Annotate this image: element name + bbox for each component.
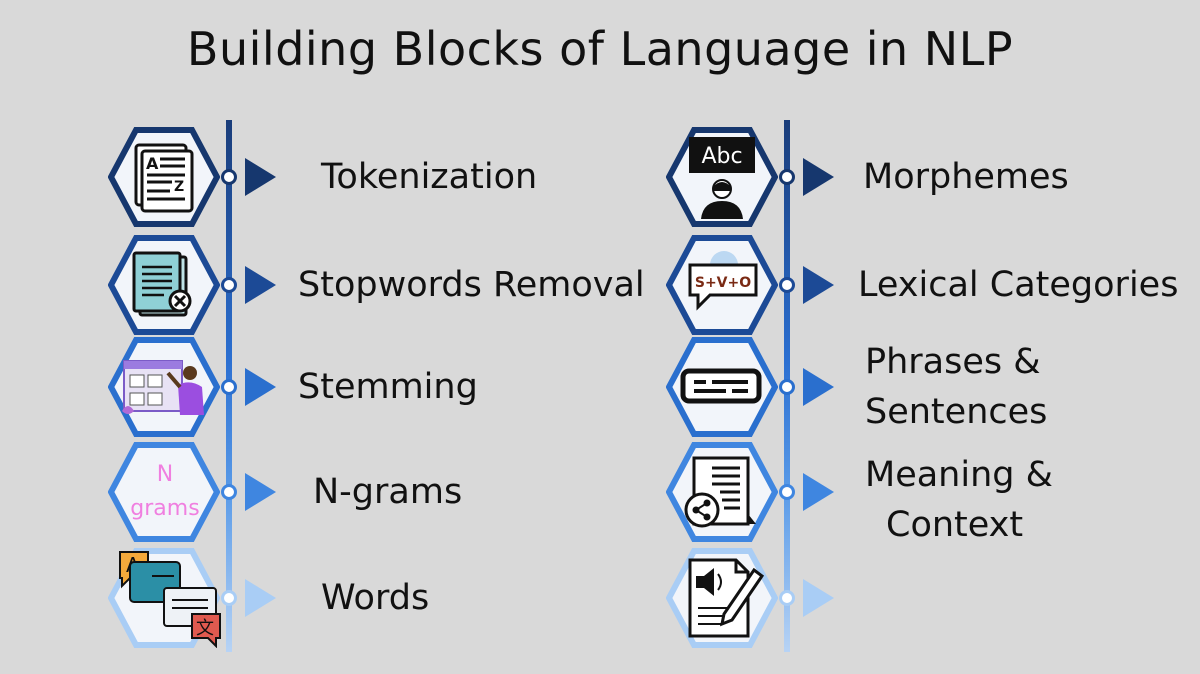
arrow-right-icon [803,158,834,196]
hexagon-frame: A 文 [108,548,221,648]
timeline-node [779,379,795,395]
abc-learner-icon: Abc [687,135,757,219]
item-label: Lexical Categories [858,265,1179,305]
arrow-right-icon [803,579,834,617]
timeline-node [779,590,795,606]
arrow-right-icon [803,368,834,406]
left-item-stemming: Stemming [108,337,588,437]
presenter-board-icon [120,351,210,423]
ngrams-icon-text-grams: grams [130,496,200,521]
hexagon-frame: N grams [108,442,220,542]
page-title: Building Blocks of Language in NLP [186,22,1014,76]
ngrams-text-icon: N grams [122,456,208,528]
svo-icon-text: S+V+O [695,275,751,291]
right-item-audio-document [666,548,1146,648]
translate-bubbles-icon: A 文 [114,548,224,648]
timeline-node [779,277,795,293]
arrow-right-icon [245,579,276,617]
item-label: N-grams [313,472,463,512]
left-item-n-grams: N grams N-grams [108,442,588,542]
svg-text:Abc: Abc [701,144,742,169]
svg-text:Z: Z [174,179,184,195]
arrow-right-icon [245,473,276,511]
timeline-node [779,169,795,185]
svg-text:A: A [146,154,159,173]
left-item-words: A 文 Words [108,548,588,648]
svg-text:文: 文 [196,618,214,639]
timeline-node [221,590,237,606]
text-field-icon [680,367,764,407]
document-z-icon: A Z [130,141,200,213]
item-label: Stemming [298,367,478,407]
ngrams-icon-text-n: N [156,462,174,487]
right-item-lexical-categories: S+V+O Lexical Categories [666,235,1200,335]
right-item-phrases-sentences: Phrases & Sentences [666,337,1146,437]
hexagon-frame [666,442,778,542]
arrow-right-icon [245,266,276,304]
item-label-line1: Meaning & [865,455,1053,495]
hexagon-frame [108,337,220,437]
document-share-icon [682,454,762,534]
hexagon-frame: S+V+O [666,235,778,335]
hexagon-frame [666,548,778,648]
timeline-node [221,379,237,395]
right-item-meaning-context: Meaning & Context [666,442,1146,545]
svo-bubble-icon: S+V+O [684,251,764,323]
timeline-node [221,484,237,500]
arrow-right-icon [245,158,276,196]
arrow-right-icon [245,368,276,406]
hexagon-frame [666,337,778,437]
item-label: Stopwords Removal [298,265,645,305]
arrow-right-icon [803,266,834,304]
item-label: Morphemes [863,157,1069,197]
audio-document-pen-icon [686,556,766,640]
hexagon-frame [108,235,220,335]
timeline-node [221,169,237,185]
item-label-line1: Phrases & [865,342,1041,382]
hexagon-frame: Abc [666,127,778,227]
item-label-line2: Context [886,505,1024,545]
item-label-line2: Sentences [865,392,1048,432]
right-item-morphemes: Abc Morphemes [666,127,1166,227]
timeline-node [221,277,237,293]
hexagon-frame: A Z [108,127,220,227]
timeline-node [779,484,795,500]
left-item-tokenization: A Z Tokenization [108,127,588,227]
item-label: Words [321,578,430,618]
left-item-stopwords-removal: Stopwords Removal [108,235,668,335]
arrow-right-icon [803,473,834,511]
item-label: Tokenization [321,157,538,197]
document-remove-icon [130,249,200,321]
